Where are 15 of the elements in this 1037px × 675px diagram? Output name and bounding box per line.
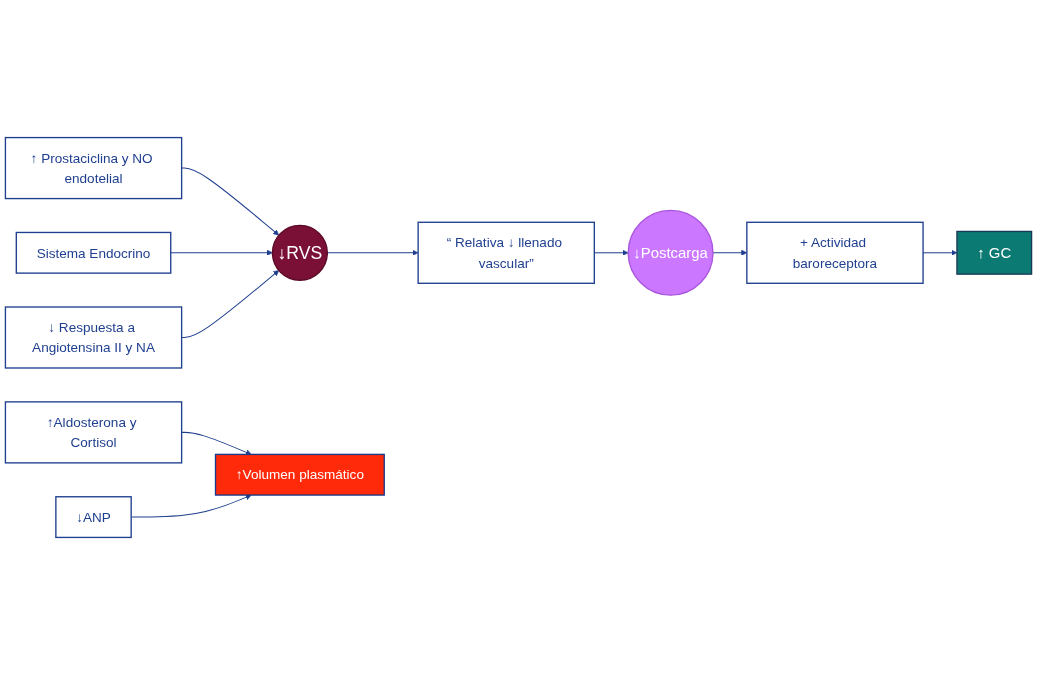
arrow: [181, 431, 252, 456]
arrow: [170, 249, 273, 256]
node-box: + Actividad baroreceptora: [746, 221, 924, 284]
arrow: [181, 270, 280, 338]
arrow: [181, 167, 280, 236]
node-box: “ Relativa ↓ llenado vascular”: [417, 221, 595, 284]
node-box: Sistema Endocrino: [15, 231, 172, 274]
node-box: ↑Aldosterona y Cortisol: [4, 401, 183, 464]
node-box: ↑ Prostaciclina y NO endotelial: [4, 136, 183, 200]
node-box: ↓ Respuesta a Angiotensina II y NA: [4, 306, 183, 369]
node-circle: ↓Postcarga: [627, 209, 714, 296]
node-box: ↑Volumen plasmático: [214, 453, 385, 496]
node-circle: ↓RVS: [271, 224, 328, 281]
node-box: ↓ANP: [55, 496, 132, 539]
node-box: ↑ GC: [956, 230, 1033, 275]
